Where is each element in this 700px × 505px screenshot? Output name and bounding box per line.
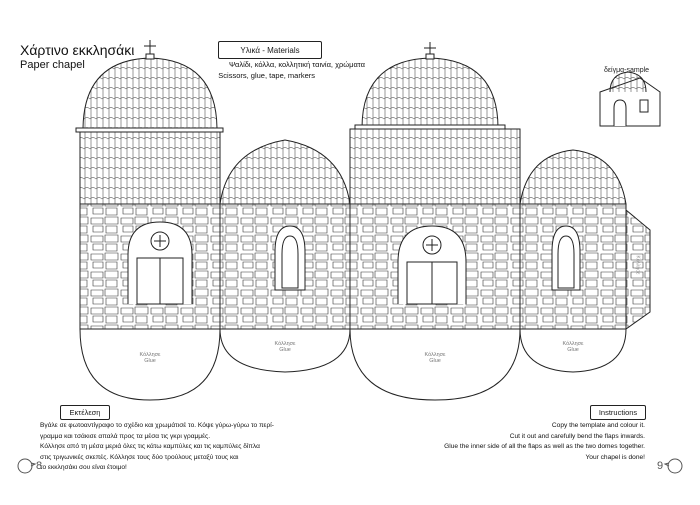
- right-window: [551, 225, 581, 291]
- left-drum: [79, 131, 221, 205]
- chick-icon-left: [17, 458, 37, 474]
- materials-greek: Ψαλίδι, κόλλα, κολλητική ταινία, χρώματα: [229, 60, 365, 69]
- left-door: [127, 221, 193, 305]
- right-dome-band: [354, 124, 506, 130]
- instructions-greek: Βγάλε σε φωτοαντίγραφο το σχέδιο και χρω…: [40, 422, 274, 471]
- page-number-left: 8: [36, 460, 43, 472]
- chick-icon-right: [663, 458, 683, 474]
- glue-flap-2: [219, 328, 351, 373]
- left-small-roof: [219, 139, 351, 205]
- glue-flap-4: [519, 328, 627, 373]
- side-glue-label: Κόλλησε: [634, 255, 641, 275]
- sample-label: δείγμα-sample: [604, 67, 650, 74]
- materials-english: Scissors, glue, tape, markers: [218, 71, 315, 80]
- materials-tag: Υλικά - Materials: [218, 41, 322, 59]
- page-subtitle: Paper chapel: [20, 59, 85, 71]
- left-dome-band: [75, 127, 224, 133]
- page-title: Χάρτινο εκκλησάκι: [20, 42, 135, 58]
- left-window: [274, 225, 306, 291]
- glue-flap-1: [79, 328, 221, 401]
- page-number-right: 9: [657, 460, 664, 472]
- right-door: [397, 225, 467, 305]
- sample-chapel: [599, 71, 661, 127]
- instructions-en-tag: Instructions: [590, 405, 646, 420]
- right-small-roof: [519, 149, 627, 205]
- instructions-english: Copy the template and colour it. Cut it …: [444, 422, 645, 461]
- right-dome: [361, 42, 499, 129]
- right-drum: [349, 128, 521, 205]
- side-flap: [625, 208, 651, 330]
- left-dome: [82, 40, 218, 131]
- instructions-gr-tag: Εκτέλεση: [60, 405, 110, 420]
- glue-flap-3: [349, 328, 521, 401]
